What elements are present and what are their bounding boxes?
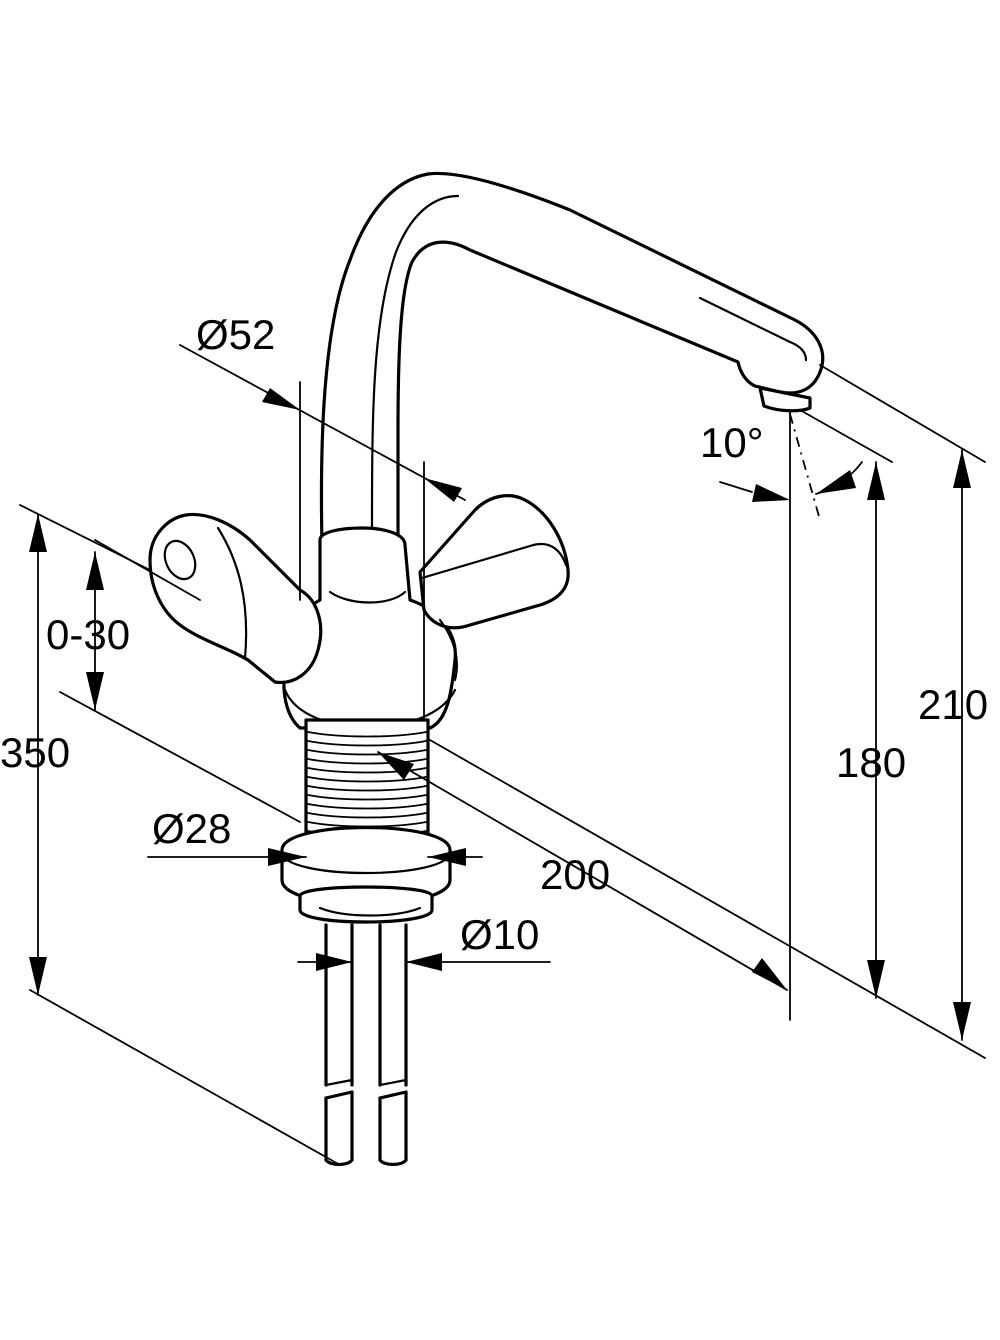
handle-adjust-label: 0-30 [46, 611, 131, 658]
faucet [148, 171, 825, 1167]
dimension-lines [19, 344, 986, 1166]
right-handle-stem [438, 618, 458, 682]
outlet-angle-label: 10° [700, 419, 764, 466]
right-handle [418, 494, 570, 630]
spout-diameter-label: Ø52 [196, 311, 276, 358]
thread-line [307, 776, 427, 783]
spout-reach-label: 200 [540, 851, 611, 898]
spout [319, 171, 825, 547]
left-handle-edge [216, 526, 248, 660]
spout-height-label: 210 [918, 681, 989, 728]
thread-line [307, 749, 427, 756]
thread-line [307, 812, 427, 819]
outlet-height-label: 180 [836, 739, 907, 786]
spout-highlight-2 [698, 296, 808, 362]
thread-line [307, 794, 427, 801]
pipe-diameter-label: Ø10 [460, 911, 540, 958]
right-handle-edge [420, 542, 568, 580]
valve-body-ring [328, 590, 407, 604]
thread-line [307, 767, 427, 774]
aerator [758, 386, 812, 413]
thread-line [307, 758, 427, 765]
total-length-label: 350 [0, 729, 71, 776]
thread-line [307, 740, 427, 747]
thread-line [307, 731, 427, 738]
spout-highlight [370, 194, 460, 532]
left-handle [148, 512, 323, 685]
mounting-nut-line [318, 906, 422, 917]
thread-line [307, 803, 427, 810]
mounting-nut [298, 885, 434, 924]
left-handle-cap [163, 539, 197, 581]
thread-diameter-label: Ø28 [152, 805, 232, 852]
thread-line [307, 785, 427, 792]
supply-pipe-right [378, 923, 408, 1167]
